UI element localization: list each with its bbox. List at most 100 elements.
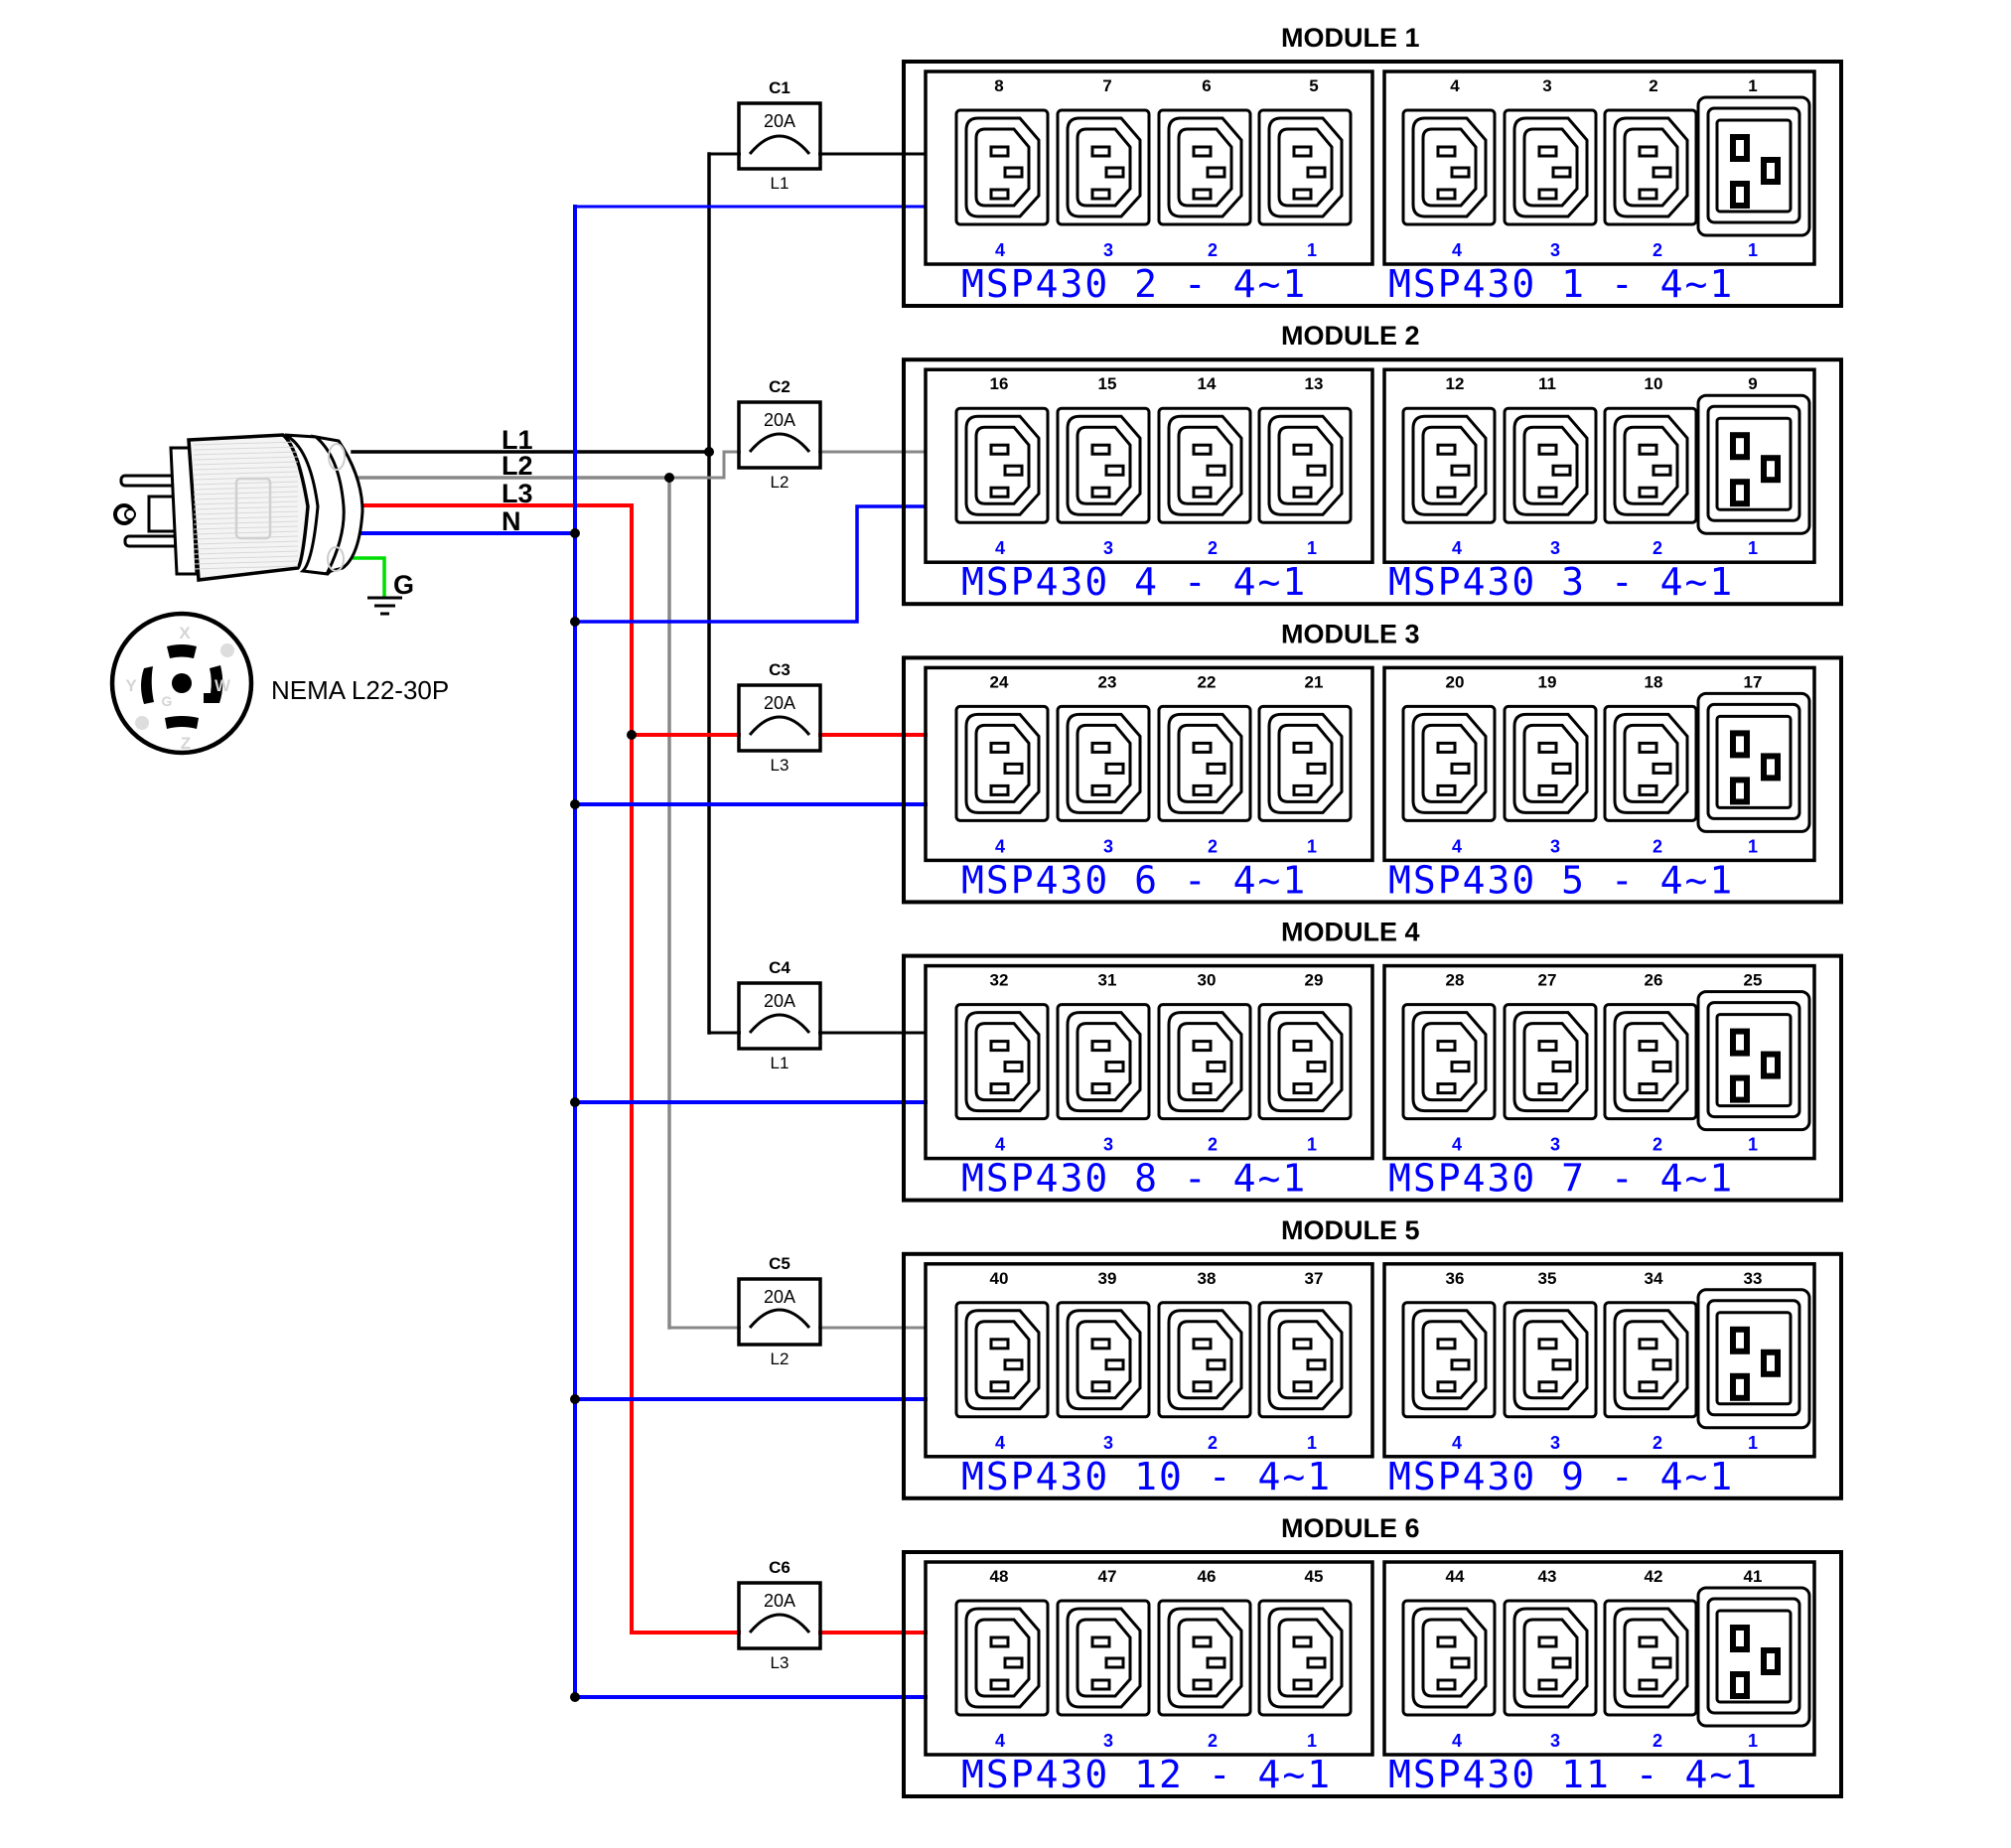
- outlet-inner: [1715, 714, 1793, 809]
- pdu-frame: [1382, 367, 1816, 564]
- outlet-shell: [1167, 1011, 1243, 1113]
- outlet-inner: [1177, 425, 1233, 505]
- outlet-slot: [1104, 1656, 1125, 1669]
- outlet-slot: [1450, 762, 1471, 775]
- outlet-slot: [1730, 1326, 1750, 1354]
- outlet-shell: [1411, 1309, 1488, 1411]
- outlet-number: 18: [1645, 672, 1663, 691]
- outlet-slot: [1537, 783, 1558, 796]
- outlet-frame: [1257, 1599, 1353, 1717]
- outlet-number: 48: [990, 1567, 1009, 1586]
- grip-ridge: [193, 510, 299, 515]
- outlet-shell: [1167, 414, 1243, 516]
- breaker-phase: L1: [771, 174, 790, 193]
- port-number: 3: [1103, 538, 1113, 558]
- outlet-inner: [1623, 1618, 1679, 1698]
- port-number: 3: [1103, 836, 1113, 856]
- outlet-shell: [964, 1607, 1041, 1709]
- outlet-inner: [1623, 425, 1679, 505]
- grip-ridge: [193, 441, 299, 446]
- outlet-slot: [1436, 741, 1457, 754]
- port-number: 3: [1103, 1433, 1113, 1453]
- outlet-shell: [1411, 116, 1488, 218]
- module-title: MODULE 1: [1281, 23, 1420, 53]
- outlet-slot: [1730, 1372, 1750, 1401]
- outlet-inner: [974, 723, 1031, 803]
- grip-ridge: [193, 456, 299, 461]
- outlet-slot: [1306, 1358, 1327, 1371]
- port-number: 2: [1652, 240, 1662, 260]
- port-number: 2: [1652, 538, 1662, 558]
- c13-outlet-icon: [954, 406, 1050, 524]
- outlet-shell: [964, 712, 1041, 814]
- grip-ridge: [193, 520, 299, 525]
- breaker-id: C6: [769, 1558, 790, 1577]
- outlet-shell: [964, 1309, 1041, 1411]
- junction-N: [570, 1097, 580, 1107]
- port-number: 2: [1208, 836, 1218, 856]
- outlet-slot: [1306, 1061, 1327, 1073]
- breaker-rating: 20A: [764, 111, 795, 131]
- outlet-slot: [1638, 1635, 1658, 1648]
- breaker-gap: [741, 732, 818, 738]
- port-number: 1: [1307, 240, 1317, 260]
- c13-outlet-icon: [1401, 1003, 1497, 1121]
- outlet-slot: [1104, 762, 1125, 775]
- outlet-slot: [1537, 1338, 1558, 1350]
- outlet-slot: [1537, 443, 1558, 456]
- outlet-slot: [1436, 145, 1457, 158]
- outlet-shell: [1267, 1011, 1344, 1113]
- outlet-slot: [1537, 741, 1558, 754]
- outlet-shell: [1613, 1309, 1689, 1411]
- outlet-frame: [1056, 406, 1151, 524]
- breaker-id: C4: [769, 958, 790, 977]
- grip-ridge: [193, 555, 299, 560]
- outlet-inner: [1277, 1320, 1334, 1400]
- breaker-arc-icon: [748, 432, 811, 453]
- module-frame: [902, 953, 1843, 1203]
- pdu-frame: [1382, 665, 1816, 863]
- grip-ridge: [193, 446, 299, 451]
- breaker-id: C3: [769, 660, 790, 679]
- outlet-inner: [1522, 1320, 1579, 1400]
- port-number: 2: [1208, 538, 1218, 558]
- outlet-number: 10: [1645, 374, 1663, 393]
- outlet-frame: [954, 406, 1050, 524]
- outlet-slot: [1730, 1028, 1750, 1057]
- outlet-number: 1: [1748, 76, 1757, 95]
- outlet-frame: [1157, 1003, 1252, 1121]
- outlet-slot: [1292, 1635, 1313, 1648]
- outlet-frame: [1503, 1301, 1598, 1419]
- outlet-shell: [1411, 1607, 1488, 1709]
- outlet-slot: [1206, 1656, 1226, 1669]
- outlet-shell: [1267, 116, 1344, 218]
- port-number: 3: [1550, 836, 1560, 856]
- port-number: 1: [1748, 1433, 1758, 1453]
- pdu-frame: [1382, 1560, 1816, 1757]
- breaker-phase: L2: [771, 473, 790, 492]
- outlet-inner: [1421, 1320, 1478, 1400]
- port-number: 1: [1748, 538, 1758, 558]
- c19-outlet-icon: [1696, 95, 1811, 237]
- outlet-inner: [1623, 723, 1679, 803]
- outlet-number: 14: [1198, 374, 1217, 393]
- outlet-slot: [1206, 1358, 1226, 1371]
- nema-slot: [167, 644, 197, 658]
- outlet-slot: [1306, 166, 1327, 179]
- outlet-frame: [1603, 1301, 1698, 1419]
- line-label-l2: L2: [502, 451, 533, 481]
- outlet-number: 44: [1446, 1567, 1465, 1586]
- module-frame: [902, 1251, 1843, 1500]
- c13-outlet-icon: [1056, 1003, 1151, 1121]
- outlet-inner: [1623, 1022, 1679, 1102]
- outlet-slot: [989, 1380, 1010, 1393]
- outlet-slot: [1104, 1061, 1125, 1073]
- port-number: 3: [1550, 1433, 1560, 1453]
- outlet-frame: [1603, 1599, 1698, 1717]
- outlet-slot: [1537, 145, 1558, 158]
- port-number: 2: [1208, 1135, 1218, 1155]
- c13-outlet-icon: [1056, 1599, 1151, 1717]
